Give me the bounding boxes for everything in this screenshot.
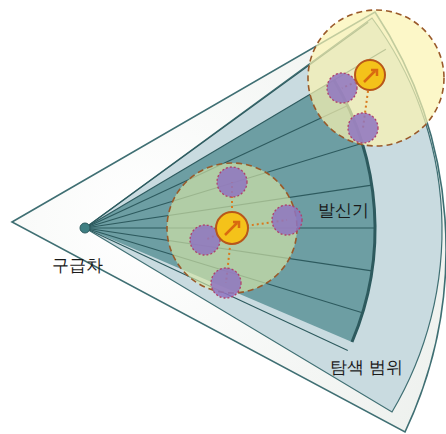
link-lines (205, 182, 287, 283)
text-label: 구급차 (52, 255, 103, 275)
search-range-sector (12, 12, 446, 432)
receiver-circles (190, 167, 302, 298)
transmitter-arrow (364, 70, 377, 82)
transmitter (355, 60, 385, 90)
transmitter-arrow (225, 222, 239, 235)
ambulance-point (80, 223, 90, 233)
transmitter (216, 212, 248, 244)
text-label: 발신기 (318, 200, 369, 220)
text-label: 탐색 범위 (330, 357, 403, 377)
range-circle (308, 10, 444, 146)
